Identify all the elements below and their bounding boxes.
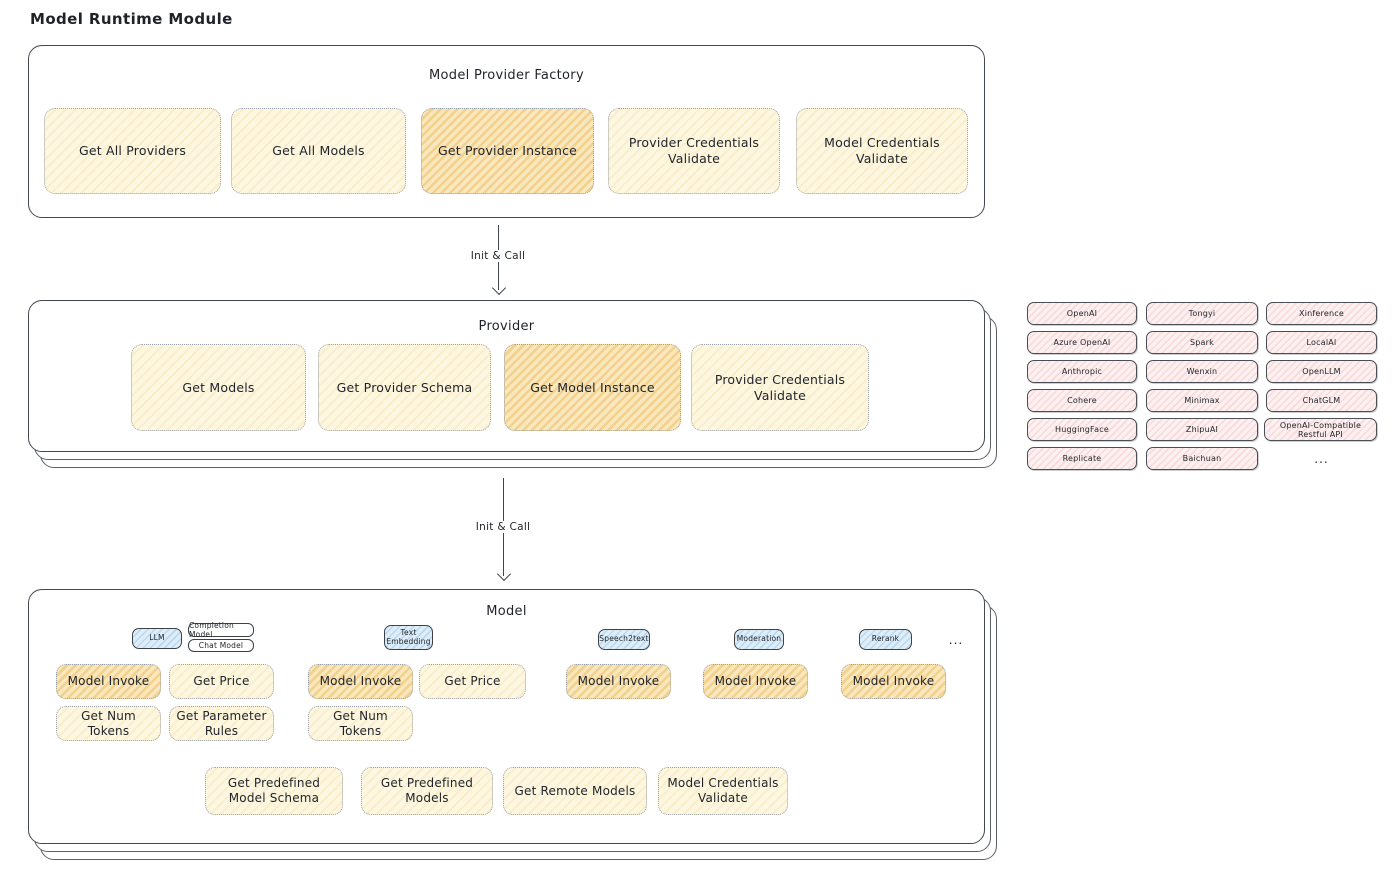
provider-cell-localai: LocalAI [1266, 331, 1377, 354]
model-box-llm-get-parameter-rules: Get Parameter Rules [169, 706, 274, 741]
model-type-tag-rerank: Rerank [859, 629, 912, 650]
provider-cell-huggingface: HuggingFace [1027, 418, 1137, 441]
model-box-rerank-model-invoke: Model Invoke [841, 664, 946, 699]
providers-more-ellipsis: ... [1314, 451, 1329, 466]
provider-cell-minimax: Minimax [1146, 389, 1258, 412]
model-type-tag-llm: LLM [132, 628, 182, 649]
factory-title: Model Provider Factory [429, 68, 584, 83]
model-type-tag-text-embedding: Text Embedding [384, 625, 433, 650]
page-title: Model Runtime Module [30, 10, 233, 28]
model-box-model-credentials-validate: Model Credentials Validate [658, 767, 788, 815]
model-box-llm-get-price: Get Price [169, 664, 274, 699]
provider-title: Provider [478, 319, 535, 334]
model-section: Model LLM Completion Model Chat Model Te… [28, 589, 985, 844]
provider-cell-spark: Spark [1146, 331, 1258, 354]
model-box-moderation-model-invoke: Model Invoke [703, 664, 808, 699]
provider-cell-cohere: Cohere [1027, 389, 1137, 412]
provider-box-provider-credentials-validate: Provider Credentials Validate [691, 344, 869, 431]
factory-box-get-provider-instance: Get Provider Instance [421, 108, 594, 194]
provider-box-get-provider-schema: Get Provider Schema [318, 344, 491, 431]
factory-box-get-all-providers: Get All Providers [44, 108, 221, 194]
model-box-get-predefined-model-schema: Get Predefined Model Schema [205, 767, 343, 815]
provider-cell-openai: OpenAI [1027, 302, 1137, 325]
provider-cell-azure-openai: Azure OpenAI [1027, 331, 1137, 354]
factory-box-provider-credentials-validate: Provider Credentials Validate [608, 108, 780, 194]
model-type-tag-moderation: Moderation [734, 629, 784, 650]
model-box-get-predefined-models: Get Predefined Models [361, 767, 493, 815]
provider-cell-openai-compatible-restful-api: OpenAI-Compatible Restful API [1264, 418, 1377, 441]
model-types-more-ellipsis: ... [948, 632, 964, 647]
model-type-tag-completion-model: Completion Model [188, 621, 254, 639]
arrow-provider-to-model-label: Init & Call [470, 521, 536, 533]
model-box-llm-model-invoke: Model Invoke [56, 664, 161, 699]
provider-cell-baichuan: Baichuan [1146, 447, 1258, 470]
model-box-text-embedding-model-invoke: Model Invoke [308, 664, 413, 699]
provider-cell-chatglm: ChatGLM [1266, 389, 1377, 412]
provider-cell-replicate: Replicate [1027, 447, 1137, 470]
provider-cell-zhipuai: ZhipuAI [1146, 418, 1258, 441]
model-box-text-embedding-get-num-tokens: Get Num Tokens [308, 706, 413, 741]
factory-section: Model Provider Factory Get All Providers… [28, 45, 985, 218]
provider-cell-anthropic: Anthropic [1027, 360, 1137, 383]
arrow-factory-to-provider-label: Init & Call [465, 250, 531, 262]
model-box-speech2text-model-invoke: Model Invoke [566, 664, 671, 699]
model-box-text-embedding-get-price: Get Price [419, 664, 526, 699]
provider-cell-tongyi: Tongyi [1146, 302, 1258, 325]
factory-box-model-credentials-validate: Model Credentials Validate [796, 108, 968, 194]
provider-box-get-model-instance: Get Model Instance [504, 344, 681, 431]
model-type-tag-speech2text: Speech2text [598, 629, 650, 650]
model-box-llm-get-num-tokens: Get Num Tokens [56, 706, 161, 741]
provider-section: Provider Get Models Get Provider Schema … [28, 300, 985, 452]
arrow-factory-to-provider-head [491, 280, 507, 296]
arrow-provider-to-model-head [496, 566, 512, 582]
model-box-get-remote-models: Get Remote Models [503, 767, 647, 815]
factory-box-get-all-models: Get All Models [231, 108, 406, 194]
provider-cell-wenxin: Wenxin [1146, 360, 1258, 383]
provider-cell-xinference: Xinference [1266, 302, 1377, 325]
model-type-tag-chat-model: Chat Model [188, 639, 254, 652]
model-title: Model [486, 604, 527, 619]
provider-cell-openllm: OpenLLM [1266, 360, 1377, 383]
provider-box-get-models: Get Models [131, 344, 306, 431]
